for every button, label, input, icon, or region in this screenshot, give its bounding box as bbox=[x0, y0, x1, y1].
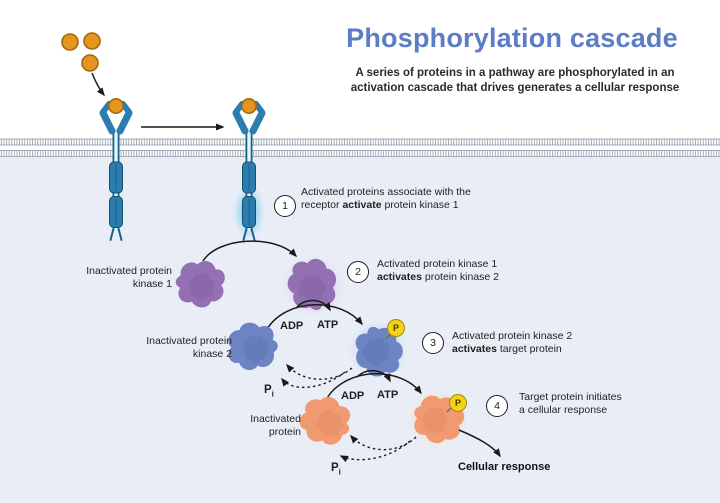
ligand-icon bbox=[61, 33, 79, 51]
target-dephosphorylation-arrow bbox=[350, 434, 417, 451]
receptor-activated bbox=[232, 98, 266, 241]
atp-adp-arrow-2 bbox=[356, 369, 391, 383]
step-1-number: 1 bbox=[282, 200, 288, 212]
kinase1-activation-arrow bbox=[202, 240, 298, 262]
adp-label-2: ADP bbox=[341, 390, 365, 402]
subtitle-line1: A series of proteins in a pathway are ph… bbox=[355, 67, 675, 79]
step-4-badge: 4 bbox=[486, 395, 508, 417]
pi-label-1: Pi bbox=[264, 384, 274, 399]
step-2-number: 2 bbox=[355, 266, 361, 278]
atp-adp-arrow-1 bbox=[296, 299, 331, 312]
phosphate-badge: P bbox=[449, 394, 467, 412]
target-activation-arrow bbox=[326, 373, 422, 399]
subtitle-line2: activation cascade that drives generates… bbox=[350, 81, 680, 94]
step-2-badge: 2 bbox=[347, 261, 369, 283]
kinase2-activation-arrow bbox=[266, 304, 363, 330]
pi-label-2: Pi bbox=[331, 462, 341, 477]
ligand-icon bbox=[241, 98, 257, 115]
cellular-response-arrow bbox=[458, 429, 501, 458]
label-inactivated-kinase1: Inactivated protein kinase 1 bbox=[86, 265, 172, 291]
step-3-text: Activated protein kinase 2 activates tar… bbox=[452, 330, 573, 356]
step-3-badge: 3 bbox=[422, 332, 444, 354]
step-4-text: Target protein initiates a cellular resp… bbox=[519, 391, 622, 417]
phosphate-badge: P bbox=[387, 319, 405, 337]
ligand-icons bbox=[61, 32, 101, 72]
cell-membrane bbox=[0, 138, 720, 157]
receptor-inactive bbox=[99, 98, 133, 241]
label-inactivated-kinase2: Inactivated protein kinase 2 bbox=[146, 335, 232, 361]
step-1-text: Activated proteins associate with the re… bbox=[301, 186, 471, 212]
kinase2-dephosphorylation-arrow bbox=[286, 363, 353, 380]
step-3-number: 3 bbox=[430, 337, 436, 349]
kinase2-pi-release-arrow bbox=[281, 371, 346, 389]
page-title: Phosphorylation cascade bbox=[346, 23, 678, 53]
atp-label-1: ATP bbox=[317, 319, 339, 331]
adp-label-1: ADP bbox=[280, 320, 304, 332]
cellular-response-label: Cellular response bbox=[458, 461, 551, 473]
step-4-number: 4 bbox=[494, 400, 500, 412]
ligand-binding-arrow bbox=[91, 72, 105, 97]
step-1-badge: 1 bbox=[274, 195, 296, 217]
ligand-icon bbox=[108, 98, 124, 115]
page-subtitle: A series of proteins in a pathway are ph… bbox=[320, 66, 710, 96]
atp-label-2: ATP bbox=[377, 389, 399, 401]
ligand-icon bbox=[81, 54, 99, 72]
label-inactivated-protein: Inactivated protein bbox=[250, 413, 301, 439]
ligand-icon bbox=[83, 32, 101, 50]
step-2-text: Activated protein kinase 1 activates pro… bbox=[377, 258, 500, 284]
